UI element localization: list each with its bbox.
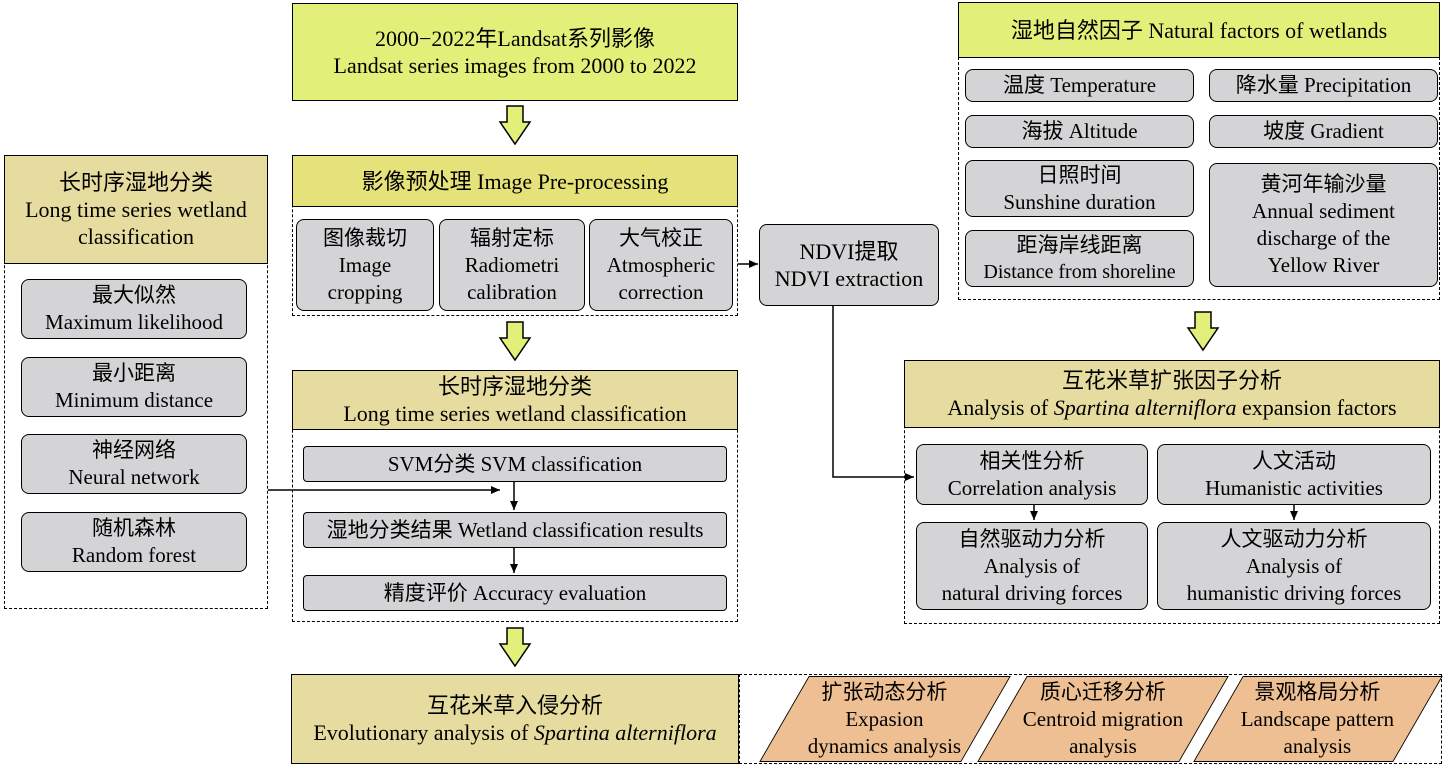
svm-classification-box: SVM分类 SVM classification: [303, 446, 727, 482]
method-neural-network: 神经网络 Neural network: [21, 434, 247, 494]
source-images-box: 2000−2022年Landsat系列影像 Landsat series ima…: [292, 3, 738, 101]
source-title-cn: 2000−2022年Landsat系列影像: [374, 26, 656, 51]
factor-altitude: 海拔 Altitude: [965, 115, 1194, 148]
invasion-title-en: Evolutionary analysis of Spartina altern…: [313, 720, 717, 745]
block-arrow-natural-to-expansion: [1186, 311, 1220, 352]
natural-driving-forces-box: 自然驱动力分析 Analysis of natural driving forc…: [916, 522, 1148, 610]
factor-precipitation: 降水量 Precipitation: [1209, 69, 1438, 102]
factor-distance-shoreline: 距海岸线距离 Distance from shoreline: [965, 230, 1194, 287]
step-atmospheric-correction: 大气校正 Atmospheric correction: [589, 219, 733, 311]
correlation-analysis-box: 相关性分析 Correlation analysis: [916, 444, 1148, 505]
preprocess-title: 影像预处理 Image Pre-processing: [292, 155, 738, 207]
ndvi-extraction-box: NDVI提取 NDVI extraction: [759, 224, 939, 306]
classification-title: 长时序湿地分类 Long time series wetland classif…: [292, 370, 738, 430]
factor-yellow-river-sediment: 黄河年输沙量 Annual sediment discharge of the …: [1209, 163, 1438, 287]
natural-factors-title: 湿地自然因子 Natural factors of wetlands: [958, 2, 1440, 58]
left-methods-title: 长时序湿地分类 Long time series wetland classif…: [4, 155, 268, 264]
expansion-title: 互花米草扩张因子分析 Analysis of Spartina alternif…: [904, 360, 1440, 428]
expansion-title-en: Analysis of Spartina alterniflora expans…: [947, 395, 1397, 420]
block-arrow-classification-to-invasion: [498, 627, 532, 668]
accuracy-evaluation-box: 精度评价 Accuracy evaluation: [303, 575, 727, 611]
arrow-ndvi-to-correlation: [832, 306, 914, 481]
invasion-analysis-box: 互花米草入侵分析 Evolutionary analysis of Sparti…: [291, 674, 739, 764]
factor-sunshine-duration: 日照时间 Sunshine duration: [965, 160, 1194, 217]
humanistic-driving-forces-box: 人文驱动力分析 Analysis of humanistic driving f…: [1157, 522, 1431, 610]
factor-gradient: 坡度 Gradient: [1209, 115, 1438, 148]
humanistic-activities-box: 人文活动 Humanistic activities: [1157, 444, 1431, 505]
step-image-cropping: 图像裁切 Image cropping: [296, 219, 434, 311]
block-arrow-source-to-preprocess: [498, 105, 532, 146]
method-minimum-distance: 最小距离 Minimum distance: [21, 357, 247, 417]
wetland-results-box: 湿地分类结果 Wetland classification results: [303, 512, 727, 548]
step-radiometric-calibration: 辐射定标 Radiometri calibration: [439, 219, 585, 311]
factor-temperature: 温度 Temperature: [965, 69, 1194, 102]
method-random-forest: 随机森林 Random forest: [21, 512, 247, 572]
method-maximum-likelihood: 最大似然 Maximum likelihood: [21, 279, 247, 339]
source-title-en: Landsat series images from 2000 to 2022: [333, 53, 697, 78]
block-arrow-preprocess-to-classification: [498, 321, 532, 362]
